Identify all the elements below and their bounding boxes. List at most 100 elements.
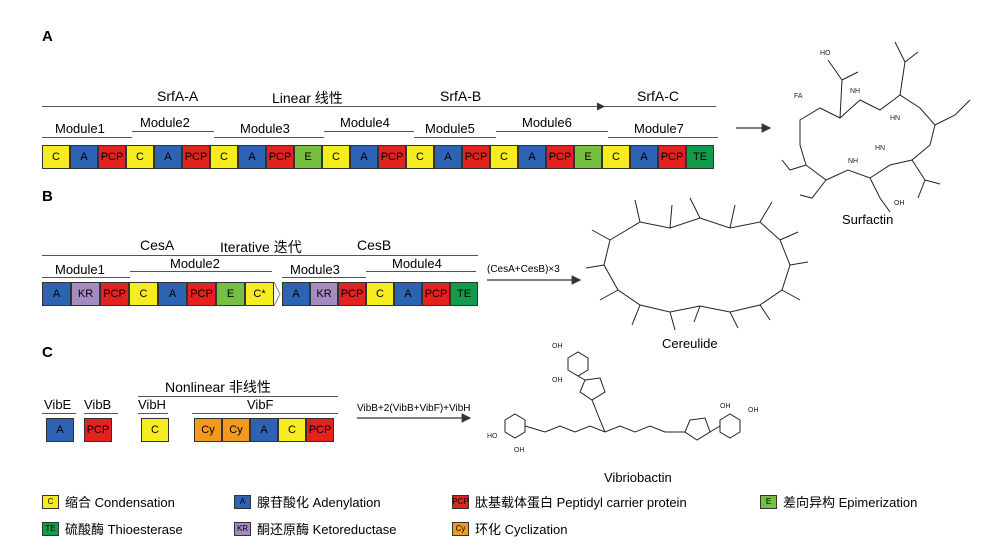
- domain-cy: Cy: [222, 418, 250, 442]
- legend-label: 环化 Cyclization: [475, 522, 568, 537]
- domain-pcp: PCP: [338, 282, 366, 306]
- protein-vibh: VibH: [138, 397, 166, 412]
- panel-a-label: A: [42, 28, 53, 45]
- svg-text:HN: HN: [875, 145, 885, 152]
- svg-text:OH: OH: [552, 343, 563, 350]
- legend-swatch: TE: [42, 521, 59, 536]
- domain-c: C: [278, 418, 306, 442]
- svg-text:OH: OH: [514, 447, 525, 454]
- svg-text:NH: NH: [848, 158, 858, 165]
- domain-pcp: PCP: [306, 418, 334, 442]
- legend-swatch: KR: [234, 521, 251, 536]
- protein-srfa-a: SrfA-A: [157, 88, 199, 104]
- legend-item-a: A 腺苷酸化 Adenylation: [234, 492, 381, 511]
- domain-te: TE: [686, 145, 714, 169]
- domain-c: C: [129, 282, 158, 306]
- domain-e: E: [574, 145, 602, 169]
- domain-a: A: [250, 418, 278, 442]
- domain-a: A: [434, 145, 462, 169]
- domain-e: E: [216, 282, 245, 306]
- legend-label: 缩合 Condensation: [65, 495, 175, 510]
- domain-a: A: [238, 145, 266, 169]
- domain-cy: Cy: [194, 418, 222, 442]
- vibb-domain-row: PCP: [84, 418, 112, 442]
- domain-kr: KR: [310, 282, 338, 306]
- module-line: [496, 131, 608, 132]
- product-name-surfactin: Surfactin: [842, 212, 894, 227]
- domain-a: A: [518, 145, 546, 169]
- module-line: [42, 137, 132, 138]
- legend-label: 硫酸酶 Thioesterase: [65, 522, 183, 537]
- domain-pcp: PCP: [378, 145, 406, 169]
- domain-a: A: [158, 282, 187, 306]
- domain-kr: KR: [71, 282, 100, 306]
- module-line: [324, 131, 414, 132]
- protein-vibf: VibF: [247, 397, 274, 412]
- domain-a: A: [394, 282, 422, 306]
- protein-srfa-b: SrfA-B: [440, 88, 482, 104]
- product-name-vibriobactin: Vibriobactin: [604, 470, 672, 485]
- module-label: Module4: [392, 256, 442, 271]
- domain-a: A: [154, 145, 182, 169]
- domain-e: E: [294, 145, 322, 169]
- assembly-mode-iterative: Iterative 迭代: [220, 239, 302, 255]
- module-label: Module3: [240, 121, 290, 136]
- module-label: Module3: [290, 262, 340, 277]
- protein-vibb: VibB: [84, 397, 112, 412]
- legend-label: 差向异构 Epimerization: [783, 495, 918, 510]
- vibriobactin-structure-icon: OH OH HO OH OH OH: [487, 343, 759, 454]
- domain-c: C: [602, 145, 630, 169]
- module-label: Module2: [170, 256, 220, 271]
- svg-text:OH: OH: [552, 377, 563, 384]
- domain-pcp: PCP: [658, 145, 686, 169]
- assembly-mode-linear: Linear 线性: [272, 90, 343, 106]
- protein-cesb: CesB: [357, 237, 392, 253]
- module-line: [214, 137, 324, 138]
- domain-c: C: [366, 282, 394, 306]
- svg-text:OH: OH: [720, 403, 731, 410]
- domain-a: A: [282, 282, 310, 306]
- surfactin-structure-icon: HO OH FA NH HN HN NH: [781, 41, 971, 213]
- module-line: [608, 137, 718, 138]
- legend-label: 腺苷酸化 Adenylation: [257, 495, 381, 510]
- domain-pcp: PCP: [182, 145, 210, 169]
- domain-a: A: [46, 418, 74, 442]
- domain-c: C: [322, 145, 350, 169]
- domain-pcp: PCP: [266, 145, 294, 169]
- domain-pcp: PCP: [422, 282, 450, 306]
- legend-swatch: Cy: [452, 521, 469, 536]
- domain-a: A: [42, 282, 71, 306]
- domain-te: TE: [450, 282, 478, 306]
- svg-text:HO: HO: [820, 50, 831, 57]
- protein-cesa: CesA: [140, 237, 175, 253]
- module-label: Module7: [634, 121, 684, 136]
- domain-a: A: [630, 145, 658, 169]
- mode-arrow-line-a: [42, 106, 598, 107]
- module-line: [130, 271, 272, 272]
- domain-pcp: PCP: [100, 282, 129, 306]
- module-line: [42, 277, 130, 278]
- protein-line: [42, 413, 76, 414]
- svg-text:FA: FA: [794, 93, 803, 100]
- module-line: [282, 277, 366, 278]
- domain-pcp: PCP: [187, 282, 216, 306]
- protein-line: [192, 413, 338, 414]
- vibe-domain-row: A: [46, 418, 74, 442]
- domain-c: C: [126, 145, 154, 169]
- mode-line-c: [138, 396, 338, 397]
- cereulide-structure-icon: [585, 197, 809, 331]
- legend-swatch: PCP: [452, 494, 469, 509]
- protein-vibe: VibE: [44, 397, 72, 412]
- legend-swatch: A: [234, 494, 251, 509]
- domain-c: C: [42, 145, 70, 169]
- legend-item-cy: Cy 环化 Cyclization: [452, 519, 567, 538]
- protein-line: [138, 413, 168, 414]
